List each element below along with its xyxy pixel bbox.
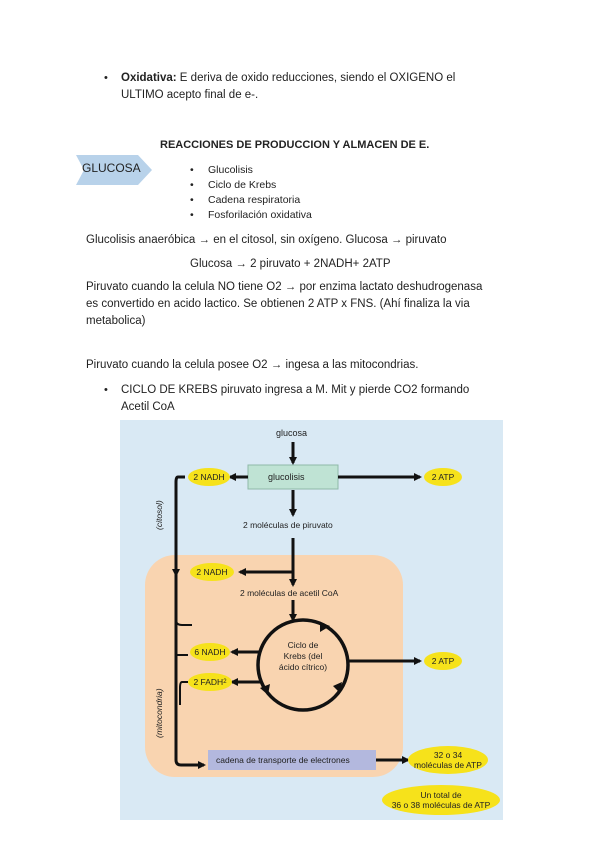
cadena-node: cadena de transporte de electrones bbox=[216, 755, 350, 765]
glucosa-label: GLUCOSA bbox=[82, 161, 141, 175]
krebs-bullet-line2: Acetil CoA bbox=[121, 401, 175, 413]
glucosa-equation: Glucosa → 2 piruvato + 2NADH+ 2ATP bbox=[190, 258, 391, 270]
glucolisis-box bbox=[247, 464, 339, 490]
cadena-box bbox=[208, 750, 376, 770]
piruvato-no-o2-line1: Piruvato cuando la celula NO tiene O2 → … bbox=[86, 281, 483, 293]
list-item: •Cadena respiratoria bbox=[190, 194, 301, 206]
oxidativa-term: Oxidativa: bbox=[121, 72, 177, 84]
atp-krebs-badge: 2 ATP bbox=[424, 652, 462, 670]
glucolisis-node: glucolisis bbox=[268, 472, 305, 482]
atp-3234-badge: 32 o 34 moléculas de ATP bbox=[408, 746, 488, 774]
nadh-top-badge: 2 NADH bbox=[188, 468, 230, 486]
list-item: •Glucolisis bbox=[190, 164, 253, 176]
krebs-cycle-label: Ciclo de Krebs (del ácido cítrico) bbox=[278, 640, 328, 672]
cellular-respiration-diagram: glucosa glucolisis 2 NADH 2 ATP 2 molécu… bbox=[120, 420, 503, 820]
section-heading: REACCIONES DE PRODUCCION Y ALMACEN DE E. bbox=[160, 139, 430, 151]
mitochondria-region bbox=[145, 555, 403, 777]
stages-list: •Glucolisis •Ciclo de Krebs •Cadena resp… bbox=[190, 163, 312, 223]
acetil-node: 2 moléculas de acetil CoA bbox=[240, 588, 339, 598]
bullet: • bbox=[104, 72, 108, 84]
arrow-shape-icon bbox=[76, 155, 152, 185]
krebs-bullet-line1: CICLO DE KREBS piruvato ingresa a M. Mit… bbox=[121, 384, 470, 396]
bullet: • bbox=[104, 384, 108, 396]
mitocondria-label: (mitocondria) bbox=[154, 688, 164, 738]
glucosa-arrow-shape: GLUCOSA bbox=[76, 153, 154, 187]
oxidativa-line2: ULTIMO acepto final de e-. bbox=[121, 89, 259, 101]
list-item: •Fosforilación oxidativa bbox=[190, 209, 312, 221]
list-item: •Ciclo de Krebs bbox=[190, 179, 277, 191]
oxidativa-line1: E deriva de oxido reducciones, siendo el… bbox=[176, 72, 456, 84]
piruvato-no-o2-line3: metabolica) bbox=[86, 315, 146, 327]
nadh-6-badge: 6 NADH bbox=[190, 643, 230, 661]
atp-top-badge: 2 ATP bbox=[424, 468, 462, 486]
glucosa-node: glucosa bbox=[276, 428, 308, 438]
citosol-label: (citosol) bbox=[154, 500, 164, 530]
piruvato-no-o2-line2: es convertido en acido lactico. Se obtie… bbox=[86, 298, 470, 310]
total-atp-badge: Un total de 36 o 38 moléculas de ATP bbox=[382, 785, 500, 815]
piruvato-node: 2 moléculas de piruvato bbox=[243, 520, 333, 530]
piruvato-o2-paragraph: Piruvato cuando la celula posee O2 → ing… bbox=[86, 359, 419, 371]
glucolisis-paragraph: Glucolisis anaeróbica → en el citosol, s… bbox=[86, 234, 447, 246]
oxidativa-paragraph: Oxidativa: E deriva de oxido reducciones… bbox=[121, 70, 521, 87]
nadh-mid-badge: 2 NADH bbox=[190, 563, 234, 581]
diagram-arrows-svg bbox=[145, 442, 422, 777]
